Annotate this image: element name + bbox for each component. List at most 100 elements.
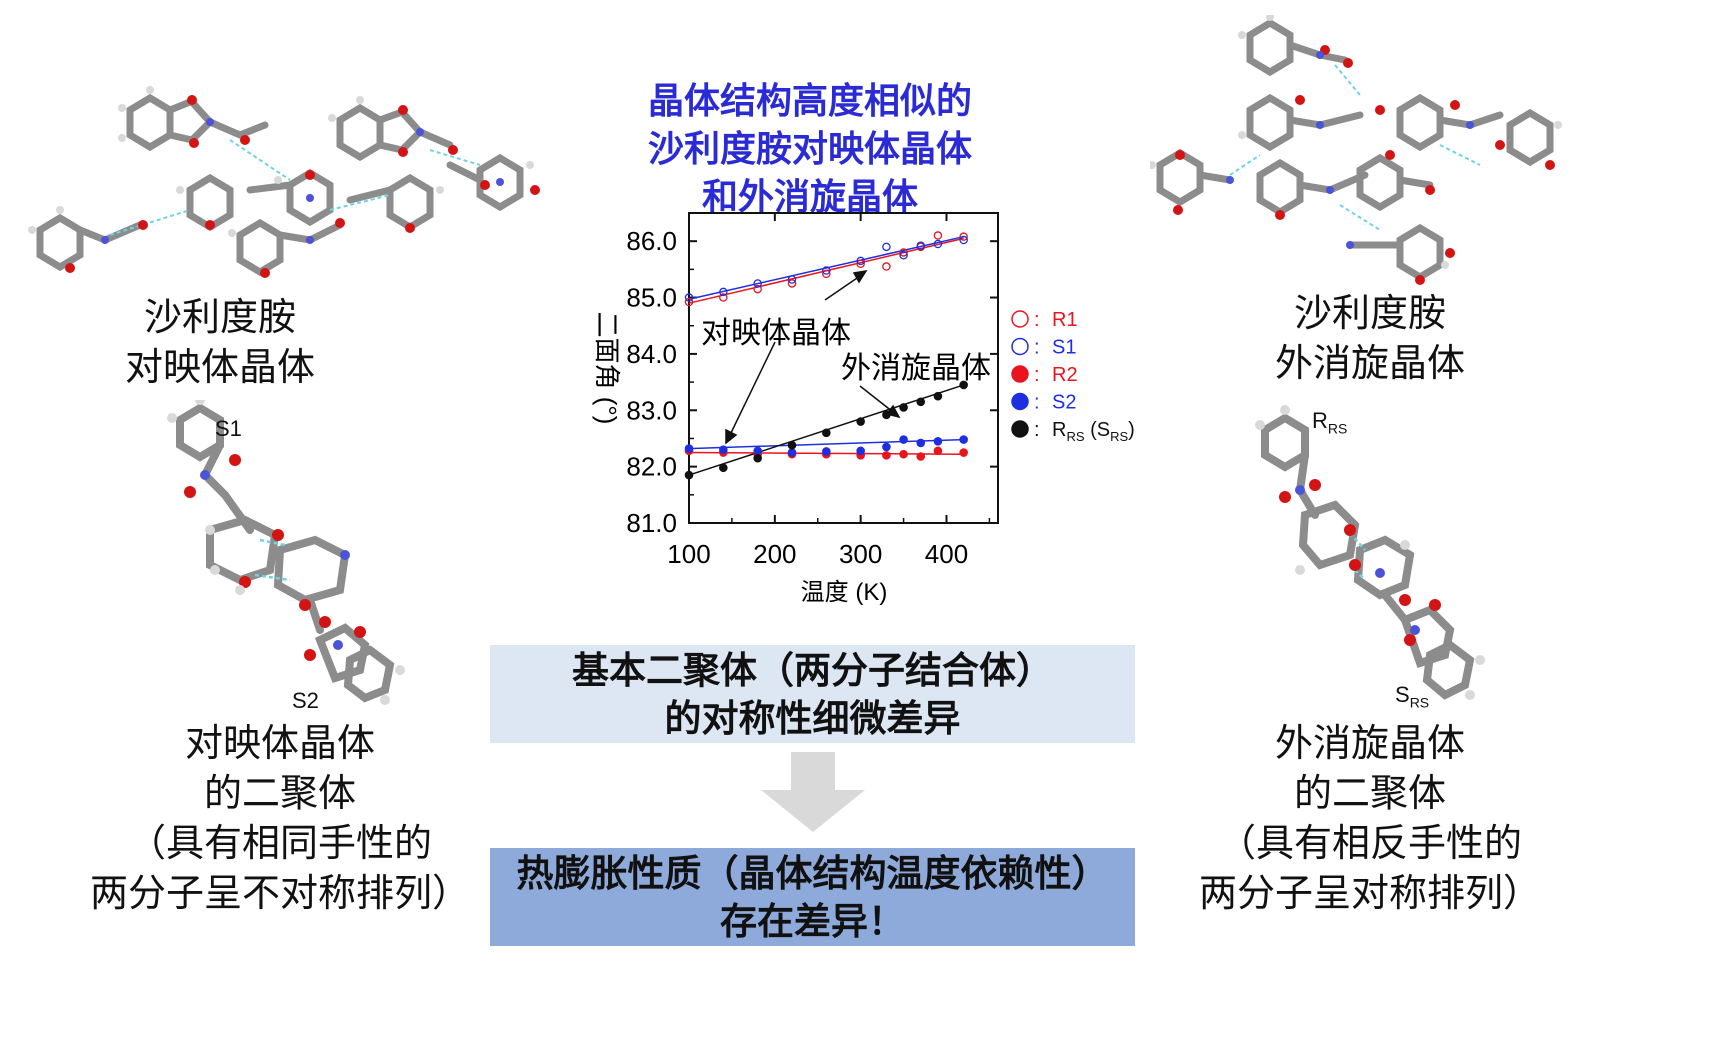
rrs-label-main: R bbox=[1312, 408, 1328, 433]
data-point-r1 bbox=[959, 232, 968, 241]
enantiomer-dimer-label-line-2: 的二聚体 bbox=[203, 771, 356, 815]
data-point-s1 bbox=[684, 293, 694, 302]
y-tick-label: 85.0 bbox=[626, 283, 677, 313]
data-point-rrs bbox=[856, 417, 865, 426]
data-point-rrs bbox=[933, 391, 943, 401]
enantiomer-arrow-head-1 bbox=[725, 428, 738, 445]
x-axis-label: 温度 (K) bbox=[801, 579, 888, 606]
x-tick-label: 200 bbox=[753, 539, 796, 569]
legend-label-4: RRS (SRS) bbox=[1052, 419, 1135, 444]
data-point-rrs bbox=[959, 380, 968, 390]
thermal-expansion-box: 热膨胀性质（晶体结构温度依赖性） 存在差异！ bbox=[490, 848, 1135, 946]
down-arrow bbox=[761, 752, 865, 832]
srs-label-main: S bbox=[1395, 682, 1410, 707]
y-tick-label: 86.0 bbox=[626, 226, 677, 256]
data-point-rrs bbox=[916, 397, 926, 407]
title-line-2: 沙利度胺对映体晶体 bbox=[647, 129, 972, 170]
racemic-dimer-label-line-4: 两分子呈对称排列） bbox=[1198, 871, 1541, 915]
enantiomer-dimer-label-line-3: （具有相同手性的 bbox=[127, 821, 432, 865]
data-point-s2 bbox=[822, 447, 831, 456]
legend-label-3: S2 bbox=[1052, 392, 1076, 414]
data-point-s2 bbox=[719, 445, 728, 455]
y-axis-label: 二面角 (°) bbox=[592, 312, 622, 425]
enantiomer-crystal-label: 沙利度胺 对映体晶体 bbox=[90, 292, 350, 392]
x-tick-label: 300 bbox=[839, 539, 882, 569]
racemic-crystal-label: 沙利度胺 外消旋晶体 bbox=[1255, 288, 1485, 388]
thermal-expansion-box-line-1: 热膨胀性质（晶体结构温度依赖性） bbox=[516, 852, 1109, 895]
racemic-dimer-label-line-3: （具有相反手性的 bbox=[1217, 821, 1522, 865]
data-point-s2 bbox=[684, 444, 694, 453]
racemic-dimer-label: 外消旋晶体 的二聚体 （具有相反手性的 两分子呈对称排列） bbox=[1180, 718, 1560, 918]
data-point-r1 bbox=[856, 259, 865, 268]
legend-marker-3 bbox=[1011, 392, 1029, 411]
data-point-s2 bbox=[916, 438, 926, 448]
data-point-s2 bbox=[787, 448, 797, 457]
annotation-racemic: 外消旋晶体 bbox=[841, 352, 991, 385]
racemic-crystal-packing-image bbox=[1150, 15, 1562, 285]
data-point-s2 bbox=[856, 446, 865, 456]
enantiomer-arrow-head-2 bbox=[852, 269, 868, 284]
legend-marker-0 bbox=[1011, 310, 1029, 328]
data-point-s1 bbox=[787, 275, 797, 284]
data-point-rrs bbox=[787, 440, 797, 450]
enantiomer-arrow-line-2 bbox=[824, 275, 861, 301]
rrs-label-sub: RS bbox=[1327, 420, 1348, 437]
data-point-rrs bbox=[719, 463, 728, 473]
s1-label: S1 bbox=[215, 416, 242, 441]
annotation-enantiomer: 对映体晶体 bbox=[701, 317, 851, 350]
racemic-arrow-line bbox=[859, 385, 894, 413]
data-point-s1 bbox=[959, 235, 968, 245]
racemic-dimer-label-line-1: 外消旋晶体 bbox=[1274, 721, 1465, 765]
data-point-r1 bbox=[899, 248, 908, 257]
legend-colon: : bbox=[1034, 309, 1040, 331]
legend-label-2: R2 bbox=[1052, 364, 1078, 386]
legend-label-1: S1 bbox=[1052, 337, 1076, 359]
legend-marker-1 bbox=[1011, 337, 1029, 356]
plot-frame bbox=[688, 212, 999, 524]
data-point-s2 bbox=[933, 436, 943, 446]
enantiomer-arrow-line-1 bbox=[729, 341, 776, 436]
legend-colon: : bbox=[1034, 392, 1040, 414]
data-point-r2 bbox=[899, 449, 908, 459]
data-point-r2 bbox=[933, 446, 943, 456]
thermal-expansion-box-line-2: 存在差异！ bbox=[720, 900, 905, 943]
x-tick-label: 100 bbox=[667, 539, 710, 569]
enantiomer-dimer-label-line-1: 对映体晶体 bbox=[184, 721, 375, 765]
s2-label: S2 bbox=[292, 688, 319, 713]
data-point-r2 bbox=[916, 452, 926, 461]
enantiomer-dimer-label: 对映体晶体 的二聚体 （具有相同手性的 两分子呈不对称排列） bbox=[80, 718, 480, 918]
dimer-symmetry-box: 基本二聚体（两分子结合体） 的对称性细微差异 bbox=[490, 645, 1135, 743]
srs-label: SRS bbox=[1395, 682, 1429, 710]
racemic-crystal-label-line-1: 沙利度胺 bbox=[1293, 291, 1446, 335]
data-point-s2 bbox=[899, 435, 908, 444]
data-point-rrs bbox=[753, 453, 762, 463]
x-tick-label: 400 bbox=[925, 539, 968, 569]
enantiomer-crystal-label-line-2: 对映体晶体 bbox=[124, 345, 315, 389]
y-tick-label: 83.0 bbox=[626, 395, 677, 425]
data-point-rrs bbox=[822, 428, 831, 438]
enantiomer-crystal-packing-image bbox=[28, 86, 540, 278]
legend-label-0: R1 bbox=[1052, 309, 1078, 331]
data-point-r1 bbox=[822, 269, 831, 279]
data-point-r1 bbox=[753, 284, 762, 294]
figure-title: 晶体结构高度相似的 沙利度胺对映体晶体 和外消旋晶体 bbox=[590, 78, 1030, 222]
data-point-s2 bbox=[959, 435, 968, 444]
data-point-r2 bbox=[882, 451, 891, 460]
racemic-arrow-head bbox=[885, 404, 901, 419]
data-point-s2 bbox=[882, 442, 891, 452]
data-point-s1 bbox=[856, 256, 865, 266]
dimer-symmetry-box-line-1: 基本二聚体（两分子结合体） bbox=[572, 649, 1053, 692]
legend-colon: : bbox=[1034, 364, 1040, 386]
legend-colon: : bbox=[1034, 337, 1040, 359]
data-point-r2 bbox=[959, 448, 968, 457]
data-point-s1 bbox=[933, 239, 943, 249]
srs-label-sub: RS bbox=[1409, 694, 1430, 711]
data-point-rrs bbox=[899, 403, 908, 412]
data-point-r1 bbox=[933, 231, 943, 240]
data-point-r1 bbox=[719, 293, 728, 302]
data-point-r1 bbox=[684, 297, 694, 307]
data-point-s2 bbox=[753, 446, 762, 456]
legend-marker-4 bbox=[1011, 420, 1029, 438]
data-point-s1 bbox=[822, 266, 831, 275]
